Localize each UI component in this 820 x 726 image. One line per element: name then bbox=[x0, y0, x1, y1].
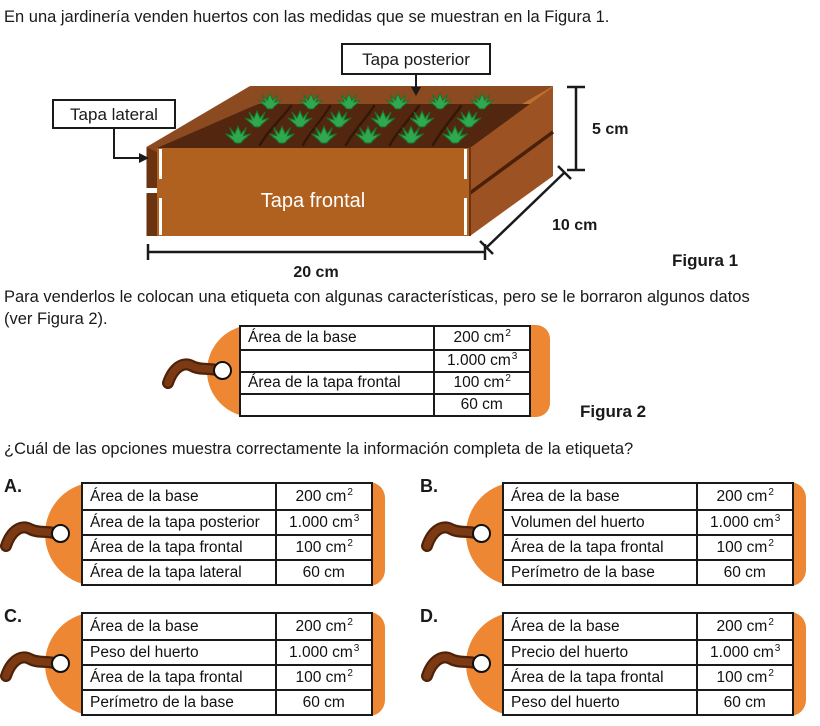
dimension-width: 20 cm bbox=[146, 244, 487, 281]
planter-front-face bbox=[157, 148, 470, 236]
row-label: Área de la base bbox=[241, 327, 436, 349]
row-value: 60 cm bbox=[277, 689, 371, 714]
plank-gap bbox=[159, 198, 162, 235]
ribbon-icon bbox=[0, 651, 62, 682]
row-label: Área de la base bbox=[83, 484, 278, 509]
row-label: Área de la tapa frontal bbox=[83, 664, 278, 689]
tag-hole-icon bbox=[51, 654, 70, 673]
ribbon-icon bbox=[421, 651, 483, 682]
row-value: 60 cm bbox=[698, 689, 792, 714]
dimension-height: 5 cm bbox=[567, 85, 628, 172]
row-label: Área de la tapa frontal bbox=[504, 534, 699, 559]
option-a-letter: A. bbox=[4, 476, 22, 496]
row-label: Área de la tapa lateral bbox=[83, 559, 278, 584]
figure2-caption: Figura 2 bbox=[580, 402, 647, 421]
row-label: Área de la tapa frontal bbox=[241, 371, 436, 393]
row-value: 60 cm bbox=[435, 393, 529, 415]
paragraph-2-line1: Para venderlos le colocan una etiqueta c… bbox=[4, 288, 750, 306]
ribbon-icon bbox=[162, 358, 224, 389]
arrow-right-icon bbox=[139, 153, 149, 163]
plank-gap bbox=[146, 188, 158, 193]
row-label: Área de la base bbox=[83, 614, 278, 639]
callout-posterior: Tapa posterior bbox=[341, 43, 491, 96]
row-label: Perímetro de la base bbox=[504, 559, 699, 584]
plank-gap bbox=[464, 149, 467, 179]
arrow-down-icon bbox=[411, 87, 421, 96]
row-label: Área de la tapa frontal bbox=[83, 534, 278, 559]
row-value: 60 cm bbox=[698, 559, 792, 584]
dimension-width-label: 20 cm bbox=[293, 264, 338, 281]
front-face-label: Tapa frontal bbox=[261, 190, 366, 212]
tag-hole-icon bbox=[472, 654, 491, 673]
plank-gap bbox=[159, 149, 162, 179]
row-label: Peso del huerto bbox=[83, 639, 278, 664]
plank-gap bbox=[468, 130, 555, 195]
row-label: Peso del huerto bbox=[504, 689, 699, 714]
option-b-letter: B. bbox=[420, 476, 438, 496]
callout-posterior-label: Tapa posterior bbox=[362, 50, 470, 69]
row-label: Área de la tapa frontal bbox=[504, 664, 699, 689]
tag-hole-icon bbox=[472, 524, 491, 543]
row-label bbox=[241, 349, 436, 371]
plank-gap bbox=[464, 198, 467, 235]
row-label: Área de la tapa posterior bbox=[83, 509, 278, 534]
row-label: Precio del huerto bbox=[504, 639, 699, 664]
tag-hole-icon bbox=[51, 524, 70, 543]
row-label bbox=[241, 393, 436, 415]
intro-paragraph: En una jardinería venden huertos con las… bbox=[4, 8, 610, 26]
figure1-illustration: Tapa frontal 5 cm 10 cm 20 cm bbox=[52, 43, 738, 281]
tag-hole-icon bbox=[213, 361, 232, 380]
row-label: Área de la base bbox=[504, 484, 699, 509]
row-label: Perímetro de la base bbox=[83, 689, 278, 714]
row-label: Volumen del huerto bbox=[504, 509, 699, 534]
soil-furrows bbox=[258, 104, 463, 147]
dimension-depth-label: 10 cm bbox=[552, 217, 597, 234]
planter-left-wall bbox=[146, 86, 258, 152]
paragraph-2: Para venderlos le colocan una etiqueta c… bbox=[4, 286, 816, 330]
ribbon-icon bbox=[421, 521, 483, 552]
question-text: ¿Cuál de las opciones muestra correctame… bbox=[4, 440, 634, 458]
option-c-letter: C. bbox=[4, 606, 22, 626]
figure1-caption: Figura 1 bbox=[672, 251, 738, 270]
row-value: 60 cm bbox=[277, 559, 371, 584]
callout-lateral-label: Tapa lateral bbox=[70, 105, 158, 124]
ribbon-icon bbox=[0, 521, 62, 552]
row-label: Área de la base bbox=[504, 614, 699, 639]
option-d-letter: D. bbox=[420, 606, 438, 626]
paragraph-2-line2: (ver Figura 2). bbox=[4, 310, 108, 328]
dimension-height-label: 5 cm bbox=[592, 121, 628, 138]
dimension-depth: 10 cm bbox=[479, 165, 597, 255]
callout-lateral: Tapa lateral bbox=[52, 99, 176, 163]
